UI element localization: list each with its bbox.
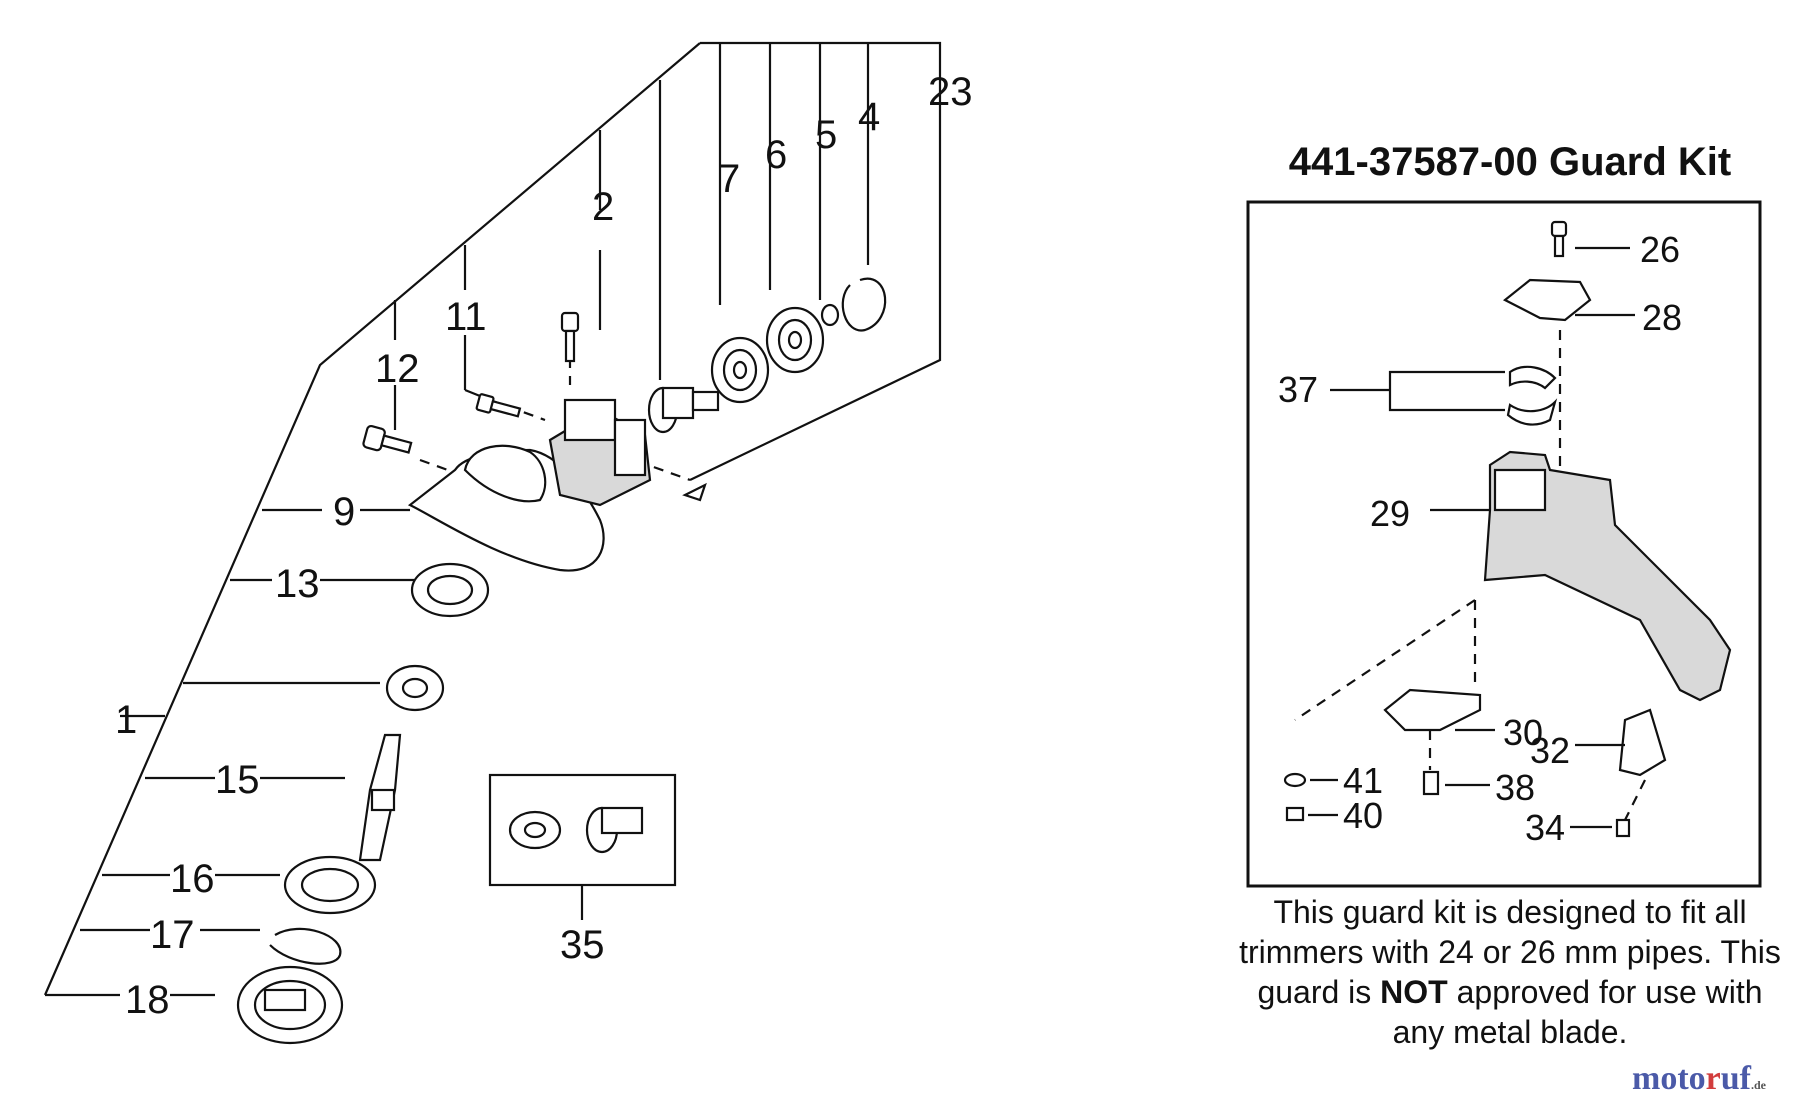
part-37-spacers <box>1330 365 1558 426</box>
callout-4: 4 <box>858 95 880 139</box>
part-pin <box>682 482 707 502</box>
part-2-screw <box>560 311 580 363</box>
part-4-snap-ring <box>841 277 887 332</box>
callout-7: 7 <box>718 157 740 201</box>
part-35-gear-kit <box>488 773 677 920</box>
callout-30: 30 <box>1503 712 1543 753</box>
callout-15: 15 <box>215 758 260 802</box>
part-12-bolt <box>362 424 413 454</box>
part-17-snap-ring <box>269 927 342 965</box>
guard-kit-note-part2: approved for use with any metal blade. <box>1392 974 1763 1050</box>
watermark-logo: motoruf.de <box>1632 1060 1766 1098</box>
left-callouts: 23 4 5 6 7 2 11 12 9 13 1 15 16 17 18 35 <box>115 70 973 1022</box>
callout-17: 17 <box>150 913 195 957</box>
part-18-holder <box>236 965 344 1045</box>
part-16-bearing <box>283 855 377 915</box>
watermark-part-c: uf <box>1720 1060 1751 1097</box>
part-34-screw <box>1570 779 1646 838</box>
callout-5: 5 <box>815 113 837 157</box>
callout-26: 26 <box>1640 229 1680 270</box>
part-7-bearing <box>710 336 770 404</box>
watermark-part-d: .de <box>1750 1078 1766 1092</box>
part-41-washer <box>1283 772 1338 788</box>
part-26-screw <box>1550 220 1630 258</box>
callout-29: 29 <box>1370 493 1410 534</box>
callout-1: 1 <box>115 698 137 742</box>
part-38-screw <box>1422 730 1490 796</box>
part-30-bracket <box>1383 688 1495 732</box>
gear-head-assembly <box>236 277 887 1045</box>
callout-11: 11 <box>445 295 487 339</box>
part-13-bearing <box>410 562 490 618</box>
part-29-guard <box>1294 330 1732 721</box>
callout-28: 28 <box>1642 297 1682 338</box>
callout-40: 40 <box>1343 795 1383 836</box>
part-32-clip <box>1575 708 1667 777</box>
guard-kit-note: This guard kit is designed to fit all tr… <box>1236 892 1784 1052</box>
watermark-part-b: r <box>1705 1060 1721 1097</box>
leader-lines <box>43 41 942 997</box>
callout-37: 37 <box>1278 369 1318 410</box>
guard-kit-panel: 26 28 37 29 30 32 41 38 40 34 <box>1246 200 1762 888</box>
part-15-shaft <box>358 733 402 862</box>
callout-23: 23 <box>928 70 973 114</box>
callout-35: 35 <box>560 923 605 967</box>
part-6-bearing <box>765 306 825 374</box>
callout-41: 41 <box>1343 760 1383 801</box>
watermark-part-a: moto <box>1632 1060 1706 1097</box>
guard-kit-note-bold: NOT <box>1380 974 1448 1010</box>
part-9-gear-case <box>407 398 652 572</box>
callout-38: 38 <box>1495 767 1535 808</box>
callout-34: 34 <box>1525 807 1565 848</box>
part-28-clamp <box>1502 278 1635 322</box>
callout-18: 18 <box>125 978 170 1022</box>
callout-9: 9 <box>333 490 355 534</box>
part-40-nut <box>1285 806 1338 822</box>
guard-kit-title: 441-37587-00 Guard Kit <box>1288 140 1732 184</box>
guard-kit-note-part1: This guard kit is designed to fit all tr… <box>1239 894 1781 1010</box>
part-11-screw <box>475 393 522 418</box>
part-5-washer <box>820 303 840 327</box>
callout-13: 13 <box>275 562 320 606</box>
part-23-pinion <box>647 386 720 434</box>
callout-12: 12 <box>375 347 420 391</box>
callout-16: 16 <box>170 857 215 901</box>
part-bevel-gear <box>385 664 445 712</box>
callout-2: 2 <box>592 185 614 229</box>
callout-6: 6 <box>765 133 787 177</box>
callout-32: 32 <box>1530 730 1570 771</box>
guard-kit-border <box>1246 200 1762 888</box>
